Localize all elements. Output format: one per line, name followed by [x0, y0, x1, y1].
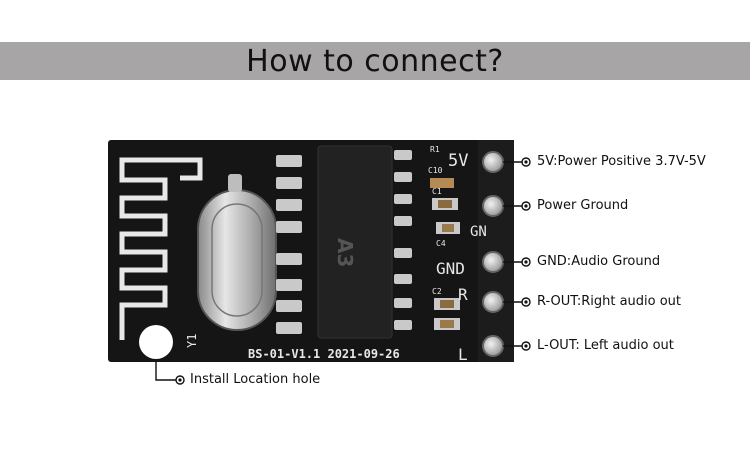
silk-c10: C10 [428, 166, 443, 175]
chip-mark: A3 [333, 238, 357, 267]
silk-gnd: GND [436, 259, 465, 278]
pin-label-audio-ground: GND:Audio Ground [537, 254, 661, 269]
pin-leaders [503, 157, 531, 351]
page-title: How to connect? [246, 43, 504, 79]
silk-5v: 5V [448, 151, 468, 171]
pad-audio-gnd [482, 251, 504, 273]
pad-5v [482, 151, 504, 173]
crystal-oscillator [197, 174, 277, 331]
install-hole [139, 325, 173, 359]
pin-label-l-out: L-OUT: Left audio out [537, 338, 674, 353]
target-audio-gnd [521, 257, 531, 267]
audio-chip: A3 [317, 145, 393, 339]
title-banner: How to connect? [0, 42, 750, 80]
silk-model: BS-01-V1.1 2021-09-26 [248, 347, 400, 361]
target-power-gnd [521, 201, 531, 211]
silk-y1: Y1 [185, 334, 199, 348]
antenna-trace [119, 157, 203, 340]
pad-r-out [482, 291, 504, 313]
pcb-edge-strip [478, 140, 514, 362]
pin-label-5v: 5V:Power Positive 3.7V-5V [537, 154, 706, 169]
pad-l-out [482, 335, 504, 357]
target-l-out [521, 341, 531, 351]
chip-leads [276, 150, 412, 334]
silk-c2: C2 [432, 287, 442, 296]
silk-r1: R1 [430, 145, 440, 154]
silk-c1: C1 [432, 187, 442, 196]
solder-pads [482, 151, 504, 357]
smd-components [430, 178, 460, 330]
silk-r: R [458, 285, 468, 304]
pin-label-r-out: R-OUT:Right audio out [537, 294, 682, 309]
silk-l: L [458, 345, 468, 364]
pin-label-power-ground: Power Ground [537, 198, 629, 213]
hole-leader [155, 359, 185, 385]
target-5v [521, 157, 531, 167]
hole-label: Install Location hole [190, 372, 321, 387]
pad-power-gnd [482, 195, 504, 217]
silk-c4: C4 [436, 239, 446, 248]
target-r-out [521, 297, 531, 307]
silk-gn: GN [470, 224, 487, 240]
